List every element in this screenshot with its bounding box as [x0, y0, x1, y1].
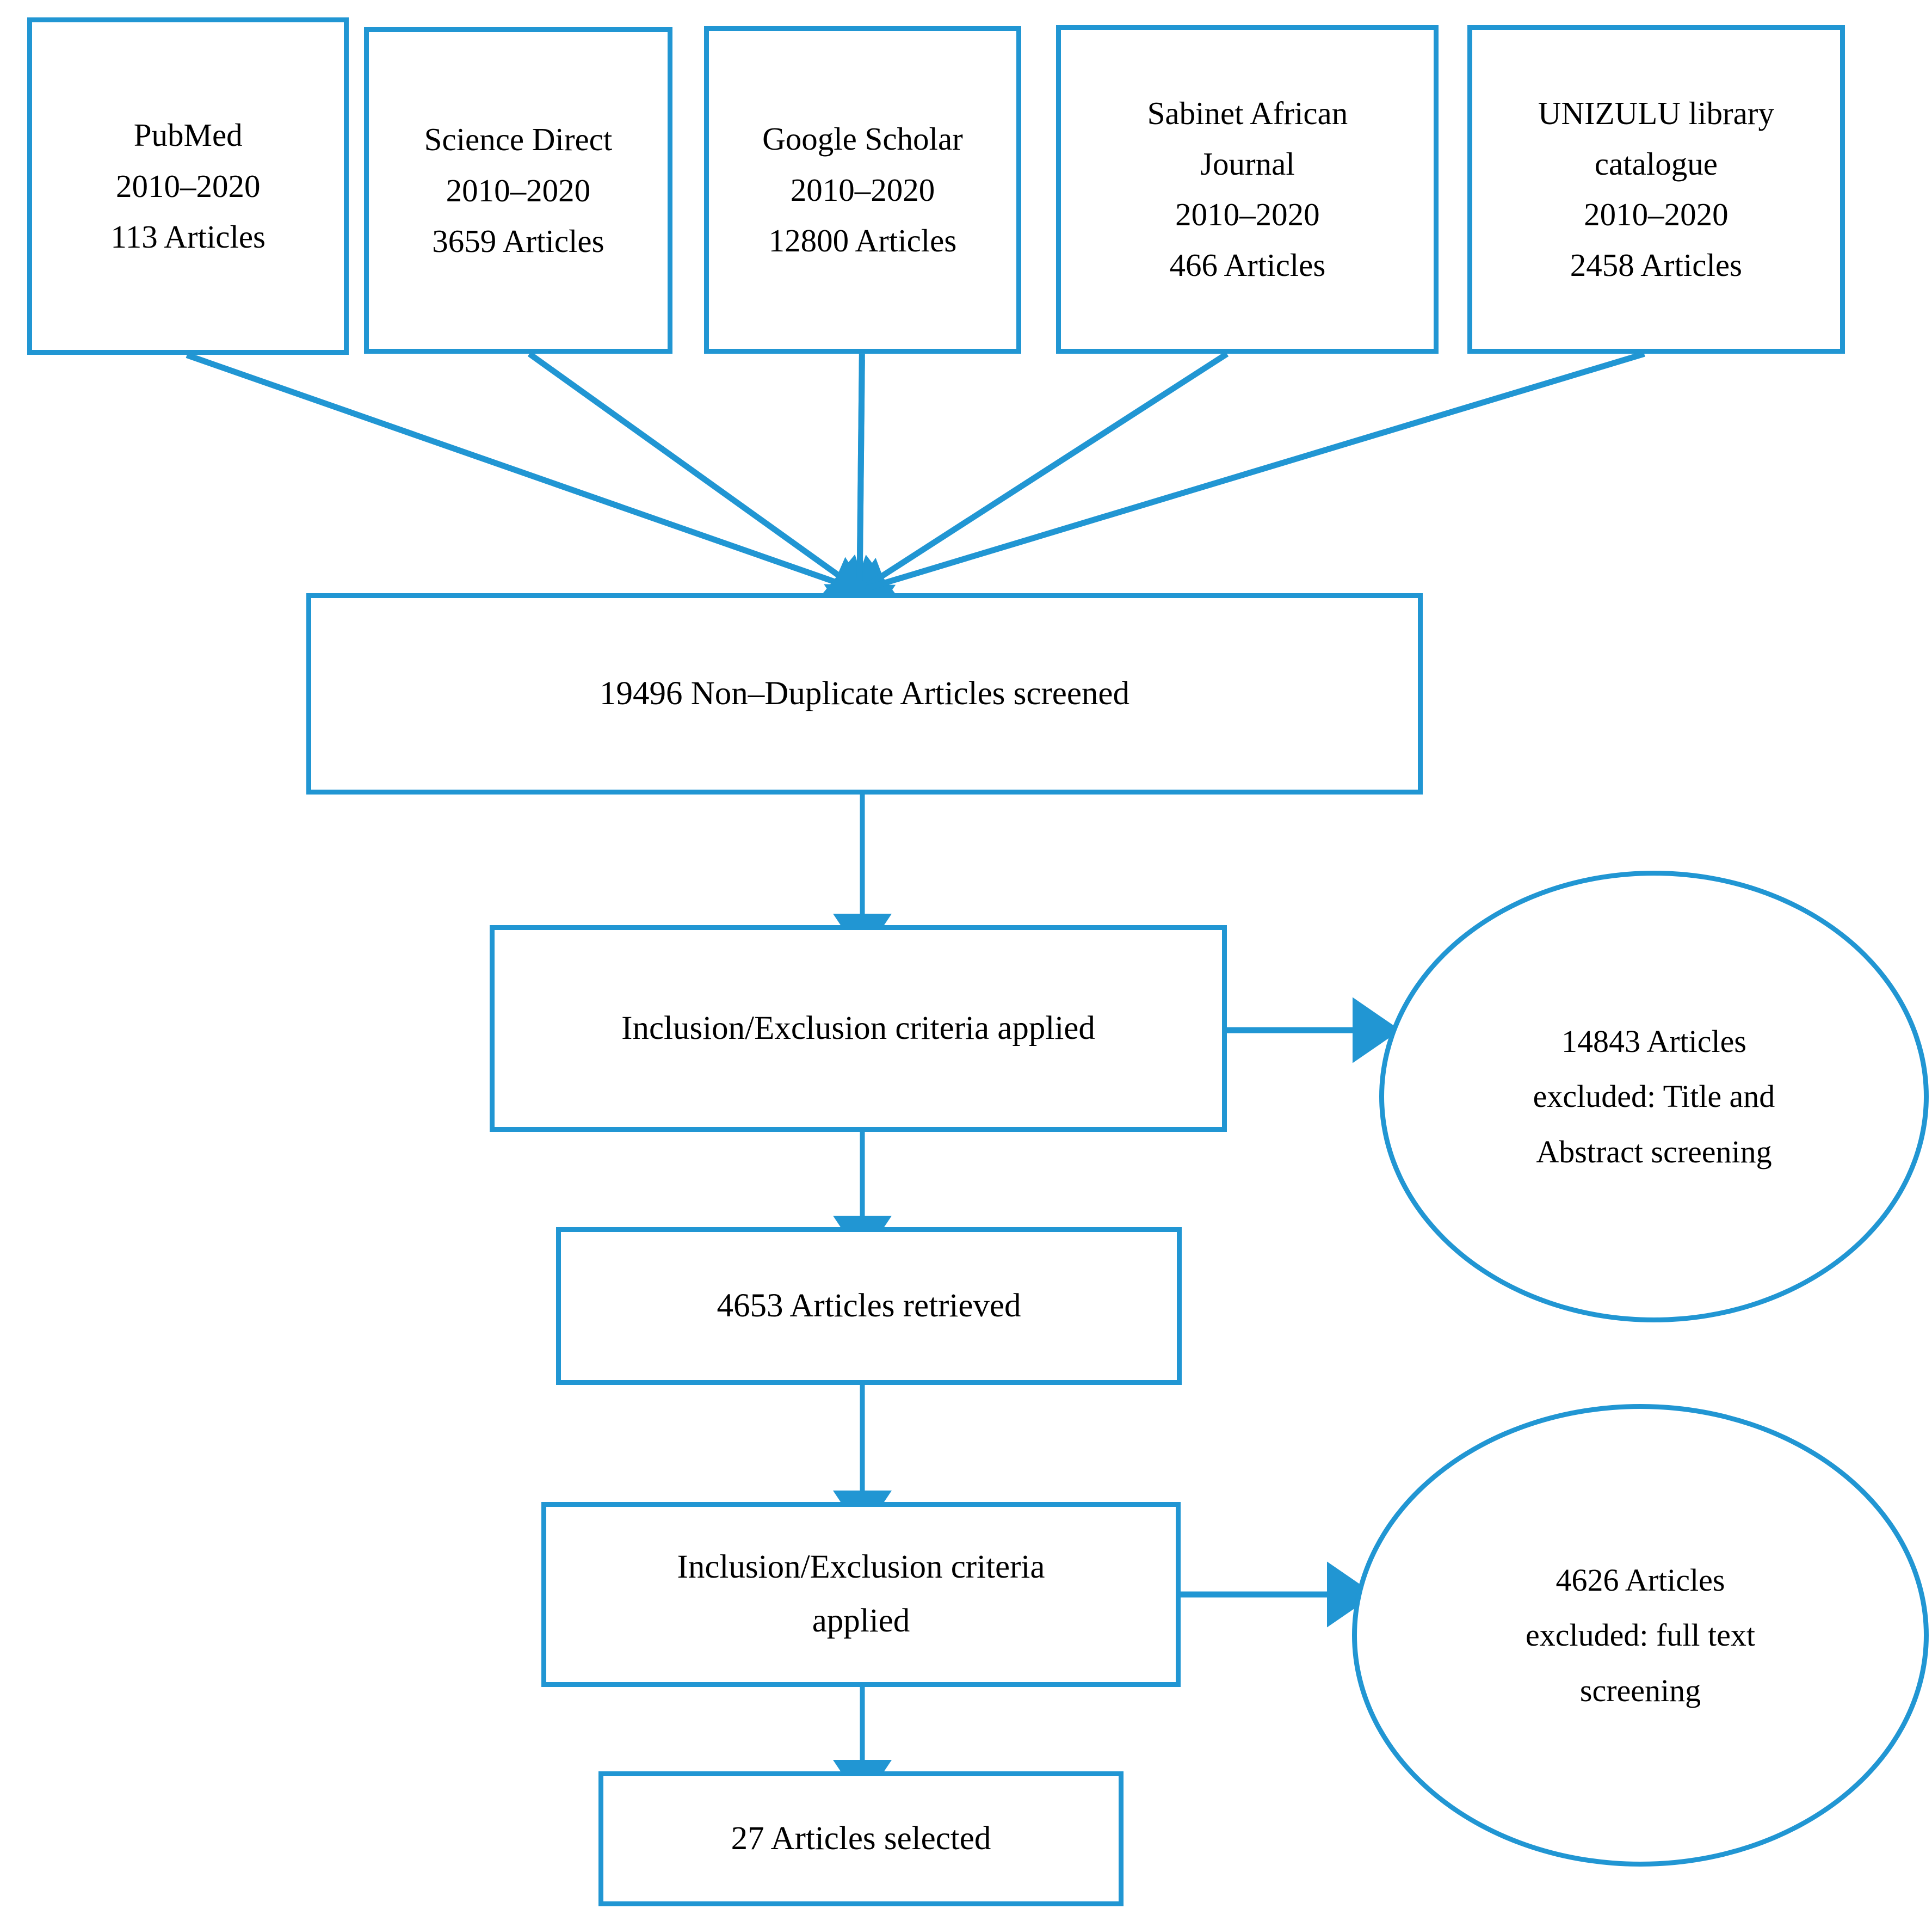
edge-science-to-screened	[527, 351, 899, 619]
step-box-articles-selected[interactable]: 27 Articles selected	[598, 1771, 1124, 1906]
source-box-science-direct[interactable]: Science Direct 2010–2020 3659 Articles	[363, 27, 673, 354]
edge-google-to-screened	[824, 354, 896, 638]
exclusion-line3: Abstract screening	[1536, 1134, 1772, 1169]
step-box-inclusion-exclusion-criteria-1[interactable]: Inclusion/Exclusion criteria applied	[490, 925, 1227, 1132]
source-box-unizulu-library-catalogue[interactable]: UNIZULU library catalogue 2010–2020 2458…	[1467, 24, 1845, 354]
source-years: 2010–2020	[790, 171, 935, 208]
source-box-pubmed[interactable]: PubMed 2010–2020 113 Articles	[27, 17, 349, 355]
fan-in-connectors	[186, 350, 1645, 638]
edge-sabinet-to-screened	[819, 351, 1229, 618]
step-label-line2: applied	[812, 1603, 910, 1639]
step-box-non-duplicate-screened[interactable]: 19496 Non–Duplicate Articles screened	[306, 593, 1423, 795]
exclusion-ellipse-full-text[interactable]: 4626 Articles excluded: full text screen…	[1352, 1404, 1929, 1867]
exclusion-line1: 4626 Articles	[1556, 1562, 1725, 1598]
source-years: 2010–2020	[115, 168, 261, 204]
step-label: Inclusion/Exclusion criteria applied	[621, 1009, 1095, 1046]
source-name: PubMed	[133, 117, 243, 153]
source-years: 2010–2020	[1175, 196, 1320, 232]
source-name-line2: catalogue	[1594, 145, 1718, 182]
exclusion-line2: excluded: full text	[1526, 1617, 1755, 1653]
edge-google-straight	[856, 359, 865, 583]
source-name: UNIZULU library	[1538, 95, 1774, 131]
step-label: 19496 Non–Duplicate Articles screened	[599, 675, 1129, 712]
step-label: 27 Articles selected	[731, 1820, 991, 1857]
source-count: 113 Articles	[110, 218, 266, 255]
step-box-inclusion-exclusion-criteria-2[interactable]: Inclusion/Exclusion criteria applied	[541, 1502, 1181, 1687]
source-count: 3659 Articles	[432, 223, 604, 259]
source-name: Science Direct	[424, 121, 613, 158]
source-name: Google Scholar	[762, 121, 963, 157]
step-box-articles-retrieved[interactable]: 4653 Articles retrieved	[556, 1227, 1182, 1385]
exclusion-ellipse-title-abstract[interactable]: 14843 Articles excluded: Title and Abstr…	[1379, 871, 1929, 1322]
step-label-line1: Inclusion/Exclusion criteria	[677, 1549, 1045, 1586]
step-label: 4653 Articles retrieved	[717, 1287, 1021, 1324]
source-box-sabinet-african-journal[interactable]: Sabinet African Journal 2010–2020 466 Ar…	[1056, 24, 1439, 354]
source-years: 2010–2020	[1584, 196, 1729, 232]
edge-unizulu-to-screened	[813, 350, 1645, 624]
source-count: 2458 Articles	[1570, 247, 1742, 284]
source-name: Sabinet African	[1147, 95, 1348, 131]
exclusion-line1: 14843 Articles	[1561, 1023, 1746, 1059]
exclusion-line3: screening	[1579, 1672, 1701, 1708]
source-box-google-scholar[interactable]: Google Scholar 2010–2020 12800 Articles	[703, 26, 1022, 354]
source-name-line2: Journal	[1200, 145, 1295, 182]
source-years: 2010–2020	[446, 172, 591, 208]
exclusion-line2: excluded: Title and	[1533, 1079, 1775, 1114]
source-count: 466 Articles	[1169, 247, 1326, 284]
edge-pubmed-to-screened	[186, 352, 905, 623]
source-count: 12800 Articles	[768, 222, 957, 258]
